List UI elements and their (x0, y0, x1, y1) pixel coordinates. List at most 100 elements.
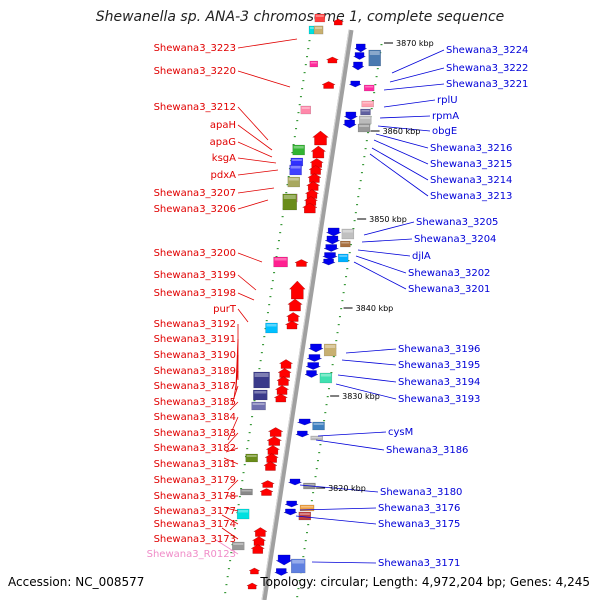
reverse-gene-arrow (349, 80, 362, 88)
gene-label-left: Shewana3_3179 (154, 475, 236, 486)
leader-line (237, 292, 255, 301)
gene-box (361, 100, 374, 108)
gene-box (265, 322, 278, 334)
gene-label-left: Shewana3_3183 (154, 428, 236, 439)
gene-box-shine (342, 230, 353, 233)
leader-line (221, 514, 239, 525)
leader-line (295, 515, 377, 525)
reverse-gene-arrow (326, 227, 341, 237)
gene-label-left: Shewana3_R0123 (147, 549, 236, 560)
gene-box (360, 108, 371, 116)
gene-box-shine (290, 166, 301, 169)
ring-dash (297, 112, 300, 114)
ring-dash (324, 412, 327, 414)
ring-dash (335, 340, 338, 342)
gene-label-left: Shewana3_3184 (154, 412, 236, 423)
inner-ring-dashes-left (224, 40, 311, 594)
gene-box (290, 558, 306, 574)
ring-dash (232, 536, 235, 538)
leader-line (223, 457, 239, 465)
gene-label-left: purT (213, 304, 237, 315)
gene-box-shine (266, 324, 277, 327)
gene-box-shine (369, 51, 380, 55)
gene-box-shine (283, 195, 296, 199)
gene-label-right: Shewana3_3196 (398, 344, 480, 355)
ring-dash (307, 48, 310, 50)
ring-dash (287, 176, 290, 178)
ring-dash (242, 472, 245, 474)
ring-dash (341, 300, 344, 302)
ring-dash (302, 80, 305, 82)
gene-box-shine (233, 543, 244, 545)
gene-label-right: Shewana3_3194 (398, 377, 480, 388)
ring-dash (308, 40, 311, 42)
ring-dash (347, 260, 350, 262)
forward-gene-arrow (250, 544, 265, 554)
ring-dash (312, 492, 315, 494)
ring-dash (248, 432, 251, 434)
gene-box-shine (254, 391, 267, 394)
gene-box-shine (365, 86, 374, 88)
leader-line (225, 507, 239, 512)
gene-box (312, 421, 325, 431)
gene-label-left: Shewana3_3200 (154, 248, 236, 259)
gene-label-left: Shewana3_3223 (154, 43, 236, 54)
reverse-gene-arrow (308, 343, 324, 353)
leader-line (227, 416, 239, 441)
ring-dash (259, 360, 262, 362)
ring-dash (307, 524, 310, 526)
leader-line (371, 147, 429, 181)
leader-line (237, 274, 257, 291)
leader-line (227, 479, 239, 491)
gene-label-right: Shewana3_3222 (446, 63, 528, 74)
leader-line (237, 252, 263, 263)
gene-label-right: Shewana3_3193 (398, 394, 480, 405)
reverse-gene-arrow (274, 568, 288, 576)
reverse-gene-arrow (343, 111, 358, 121)
forward-gene-arrow (309, 158, 324, 168)
gene-box (251, 401, 266, 411)
reverse-gene-arrow (275, 554, 293, 566)
ring-dash (374, 84, 377, 86)
ring-dash (301, 88, 304, 90)
ring-dash (270, 288, 273, 290)
ring-dash (275, 256, 278, 258)
gene-box (240, 488, 253, 496)
gene-box (338, 253, 349, 263)
reverse-gene-arrow (353, 52, 366, 60)
gene-label-right: Shewana3_3213 (430, 191, 512, 202)
gene-box-shine (246, 455, 257, 457)
reverse-gene-arrow (304, 370, 319, 378)
ring-dash (346, 268, 349, 270)
leader-line (237, 70, 291, 88)
ring-dash (238, 496, 241, 498)
forward-gene-arrow (304, 189, 319, 199)
gene-box-shine (254, 373, 269, 377)
leader-line (237, 106, 269, 141)
gene-label-right: Shewana3_3205 (416, 217, 498, 228)
gene-label-right: Shewana3_3202 (408, 268, 490, 279)
ring-dash (345, 276, 348, 278)
gene-box-shine (359, 125, 370, 127)
ring-dash (348, 252, 351, 254)
gene-box (299, 504, 315, 512)
ring-dash (291, 152, 294, 154)
accession-text: Accession: NC_008577 (8, 575, 145, 589)
ring-dash (233, 528, 236, 530)
leader-line (357, 249, 411, 257)
chromosome-backbone-highlight (261, 29, 350, 600)
gene-label-left: apaH (210, 120, 236, 131)
forward-gene-arrow (332, 18, 344, 26)
leader-line (237, 199, 269, 210)
gene-label-right: Shewana3_3224 (446, 45, 528, 56)
ring-dash (237, 504, 240, 506)
ring-dash (305, 532, 308, 534)
ring-dash (262, 344, 265, 346)
ring-dash (325, 404, 328, 406)
ring-dash (303, 548, 306, 550)
forward-gene-arrow (306, 181, 321, 191)
ring-dash (359, 180, 362, 182)
ring-dash (310, 500, 313, 502)
gene-box (253, 389, 268, 401)
gene-box (287, 176, 300, 188)
